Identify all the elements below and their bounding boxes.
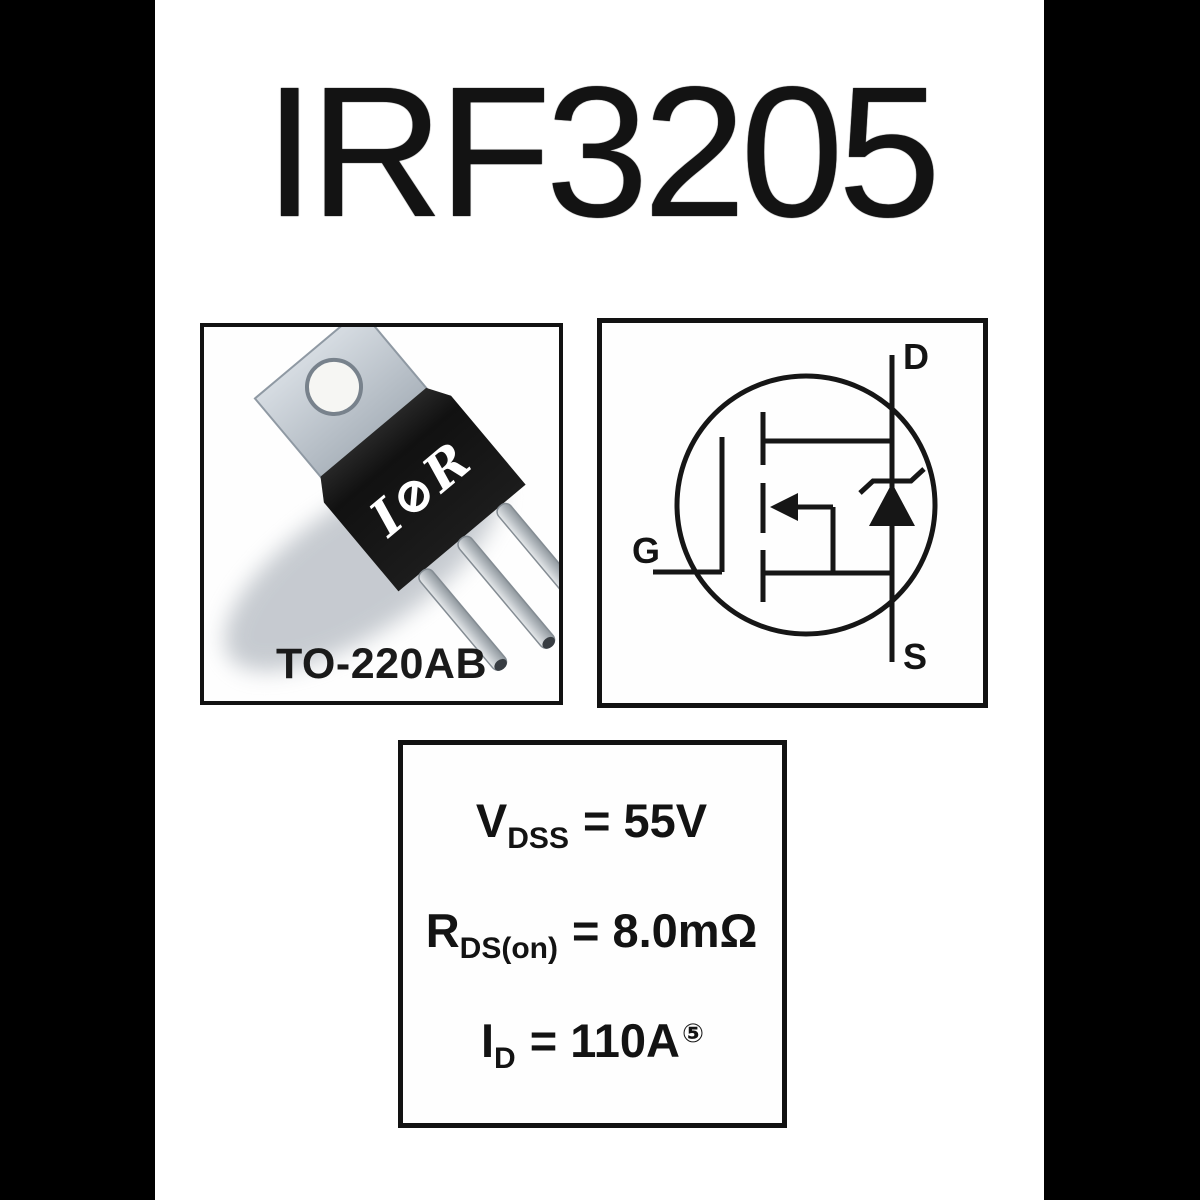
spec-subscript: DS(on) (459, 932, 558, 965)
spec-symbol: I (480, 1014, 495, 1067)
to220-package: I⊘R (253, 327, 559, 671)
package-photo-panel: I⊘R TO-220AB (200, 323, 563, 705)
spec-value: = 110A (529, 1014, 680, 1067)
diode-triangle (869, 483, 915, 526)
spec-vdss: VDSS = 55V (476, 787, 709, 855)
diode-cathode-bar (858, 467, 926, 495)
part-number-title: IRF3205 (263, 49, 941, 256)
package-legs (418, 502, 559, 671)
specs-panel: VDSS = 55V RDS(on) = 8.0mΩ ID = 110A⑤ (398, 740, 787, 1128)
drain-pin-label: D (903, 336, 929, 377)
left-black-bar (0, 0, 155, 1200)
spec-symbol: V (475, 794, 508, 847)
package-type-label: TO-220AB (275, 640, 488, 688)
plastic-body (320, 387, 526, 592)
symbol-circle (674, 373, 938, 637)
spec-symbol: R (425, 904, 460, 957)
mosfet-symbol-panel: D G S (597, 318, 988, 708)
spec-rdson: RDS(on) = 8.0mΩ (426, 897, 760, 965)
gate-electrode (653, 437, 725, 575)
body-diode (858, 467, 926, 526)
right-black-bar (1044, 0, 1200, 1200)
leg-tips (494, 636, 555, 671)
mosfet-schematic (653, 355, 938, 662)
spec-id: ID = 110A⑤ (481, 1007, 705, 1075)
source-pin-label: S (903, 636, 928, 677)
spec-subscript: D (494, 1042, 516, 1075)
mounting-hole (305, 357, 364, 416)
body-arrow (770, 493, 798, 521)
body-connection (770, 493, 836, 575)
spec-value: = 55V (582, 794, 708, 847)
spec-value: = 8.0mΩ (571, 904, 758, 957)
spec-subscript: DSS (507, 822, 569, 855)
spec-superscript: ⑤ (682, 1019, 705, 1049)
package-photo: I⊘R (224, 327, 559, 672)
gate-pin-label: G (632, 530, 661, 571)
